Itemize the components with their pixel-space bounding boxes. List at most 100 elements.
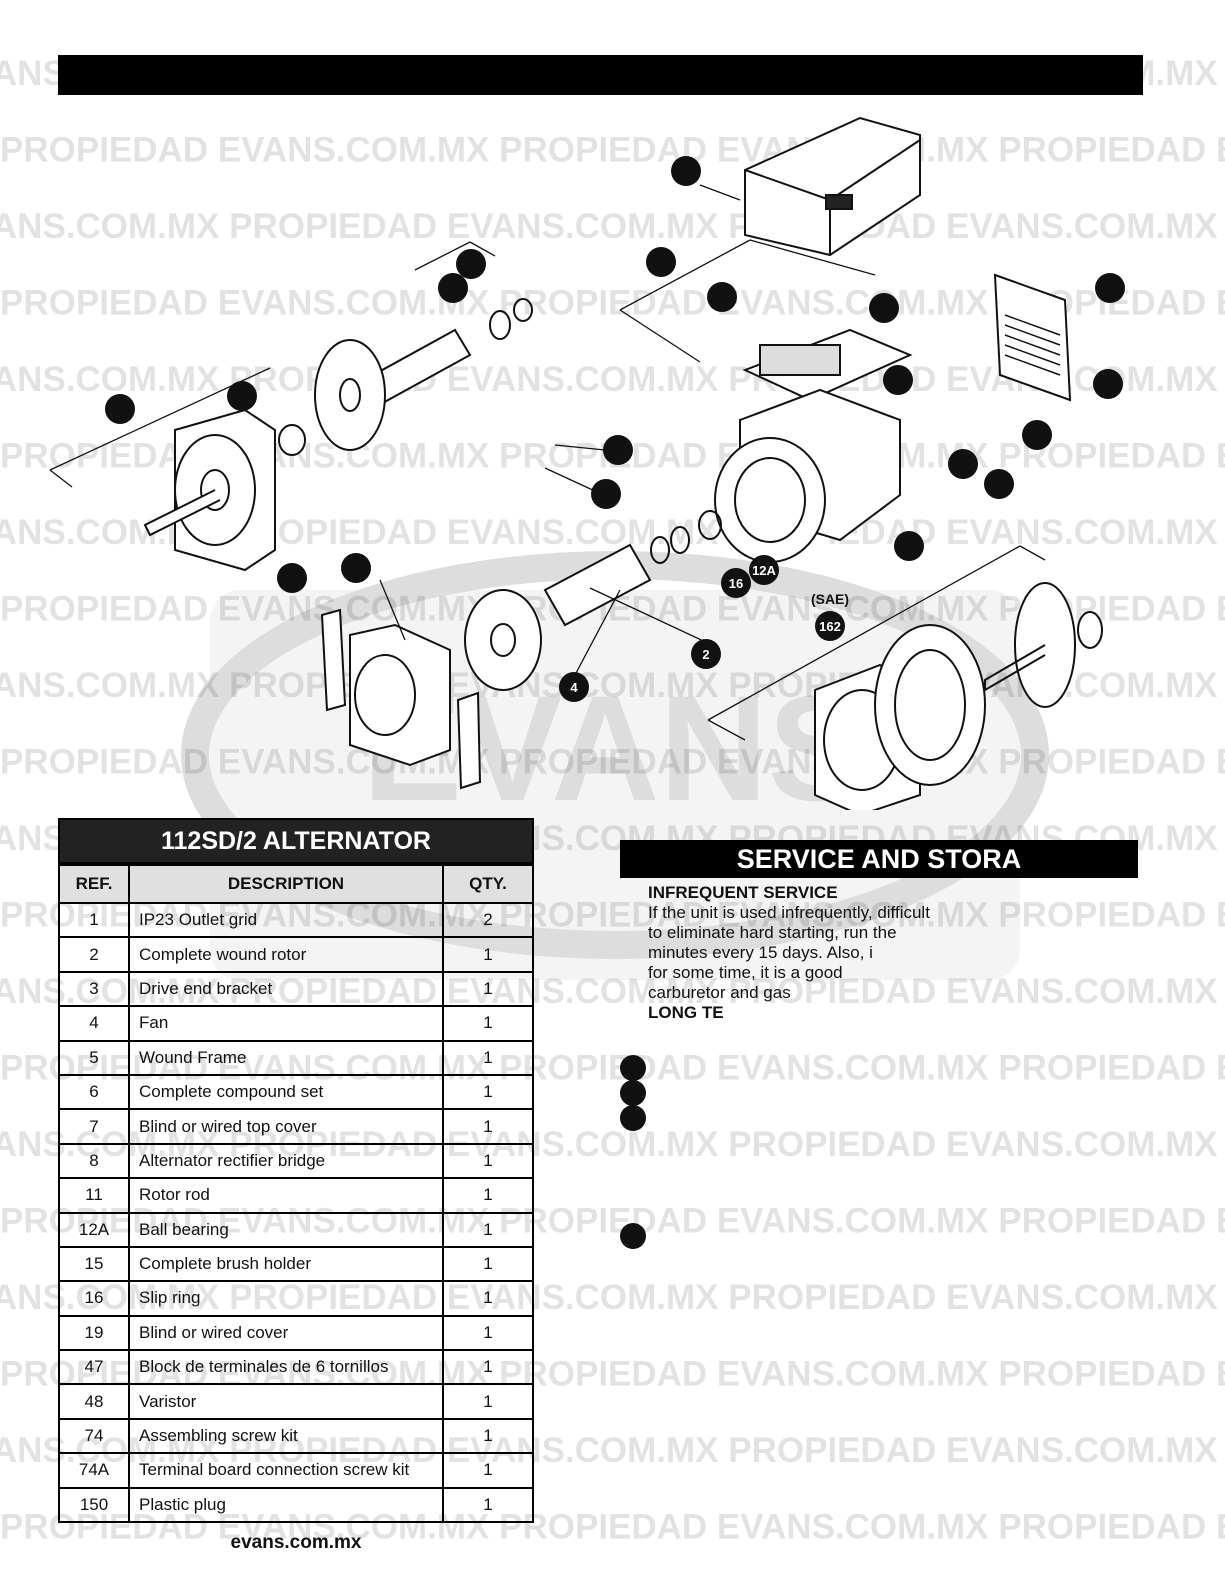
- qty-cell: 1: [442, 1383, 534, 1420]
- callout-circle: [815, 611, 845, 641]
- callout-circle: [721, 568, 751, 598]
- qty-cell: 1: [442, 1486, 534, 1524]
- bullet-marker: [620, 1055, 646, 1081]
- qty-cell: 1: [442, 1452, 534, 1489]
- callout-circle: [691, 639, 721, 669]
- qty-cell: 1: [442, 970, 534, 1008]
- service-text-block: INFREQUENT SERVICE If the unit is used i…: [648, 883, 978, 1023]
- description-cell: Fan: [128, 1005, 444, 1042]
- header-ref: REF.: [58, 864, 130, 904]
- parts-table-header-row: REF. DESCRIPTION QTY.: [58, 864, 534, 904]
- qty-cell: 1: [442, 1314, 534, 1352]
- wound-rotor-part: [543, 510, 722, 627]
- description-cell: Blind or wired cover: [128, 1314, 444, 1352]
- qty-cell: 1: [442, 1108, 534, 1145]
- wound-frame-part: [714, 388, 901, 563]
- qty-cell: 1: [442, 1039, 534, 1076]
- outlet-grid-part: [320, 608, 482, 790]
- service-subtitle: INFREQUENT SERVICE: [648, 883, 838, 902]
- footer-url: evans.com.mx: [230, 1532, 362, 1553]
- parts-table-title: 112SD/2 ALTERNATOR: [58, 818, 534, 864]
- callout-label: 162: [819, 619, 841, 634]
- qty-cell: 1: [442, 1005, 534, 1042]
- callout-circle: [559, 672, 589, 702]
- ref-cell: 19: [58, 1314, 130, 1352]
- drive-end-bracket-part: [143, 408, 276, 572]
- service-line: to eliminate hard starting, run the: [648, 923, 897, 942]
- callout-label: 2: [702, 647, 709, 662]
- description-cell: Drive end bracket: [128, 970, 444, 1008]
- fan-part: [464, 589, 542, 691]
- header-qty: QTY.: [442, 864, 534, 904]
- sae-adapter-part: [814, 582, 1103, 810]
- description-cell: Terminal board connection screw kit: [128, 1452, 444, 1489]
- ref-cell: 8: [58, 1142, 130, 1180]
- header-description: DESCRIPTION: [128, 864, 444, 904]
- ref-cell: 16: [58, 1280, 130, 1317]
- description-cell: Complete compound set: [128, 1073, 444, 1111]
- lower-bracket-part: [349, 623, 451, 767]
- ref-cell: 74A: [58, 1452, 130, 1489]
- description-cell: Alternator rectifier bridge: [128, 1142, 444, 1180]
- qty-cell: 1: [442, 1211, 534, 1248]
- sae-label: (SAE): [811, 591, 849, 607]
- rear-cover-plate-part: [993, 273, 1072, 402]
- parts-table-section: 112SD/2 ALTERNATOR REF. DESCRIPTION QTY.…: [58, 818, 534, 1524]
- unlabeled-callout-markers: [105, 156, 1125, 593]
- description-cell: Plastic plug: [128, 1486, 444, 1524]
- callout-label: 16: [729, 576, 743, 591]
- ref-cell: 5: [58, 1039, 130, 1076]
- ref-cell: 74: [58, 1417, 130, 1455]
- service-line: minutes every 15 days. Also, i: [648, 943, 873, 962]
- top-header-bar: [58, 55, 1143, 95]
- leader-lines: [49, 184, 1046, 741]
- ref-cell: 1: [58, 901, 130, 939]
- service-section-header: SERVICE AND STORA: [620, 840, 1138, 878]
- ref-cell: 3: [58, 970, 130, 1008]
- description-cell: Block de terminales de 6 tornillos: [128, 1349, 444, 1386]
- service-line: carburetor and gas: [648, 983, 791, 1002]
- ref-cell: 2: [58, 936, 130, 973]
- description-cell: IP23 Outlet grid: [128, 901, 444, 939]
- bullet-marker: [620, 1080, 646, 1106]
- ref-cell: 11: [58, 1177, 130, 1214]
- rotor-rod-part: [314, 298, 533, 451]
- qty-cell: 2: [442, 901, 534, 939]
- ref-cell: 150: [58, 1486, 130, 1524]
- qty-cell: 1: [442, 1280, 534, 1317]
- bullet-marker: [620, 1223, 646, 1249]
- bullet-marker: [620, 1105, 646, 1131]
- bearing-part: [278, 424, 306, 456]
- terminal-board-part: [742, 328, 913, 402]
- description-cell: Varistor: [128, 1383, 444, 1420]
- description-cell: Slip ring: [128, 1280, 444, 1317]
- qty-cell: 1: [442, 1349, 534, 1386]
- callout-circle: [749, 555, 779, 585]
- description-cell: Complete brush holder: [128, 1245, 444, 1283]
- qty-cell: 1: [442, 1177, 534, 1214]
- long-term-subtitle: LONG TE: [648, 1003, 724, 1022]
- ref-cell: 48: [58, 1383, 130, 1420]
- ref-cell: 12A: [58, 1211, 130, 1248]
- ref-cell: 4: [58, 1005, 130, 1042]
- top-cover-part: [744, 116, 921, 257]
- qty-cell: 1: [442, 936, 534, 973]
